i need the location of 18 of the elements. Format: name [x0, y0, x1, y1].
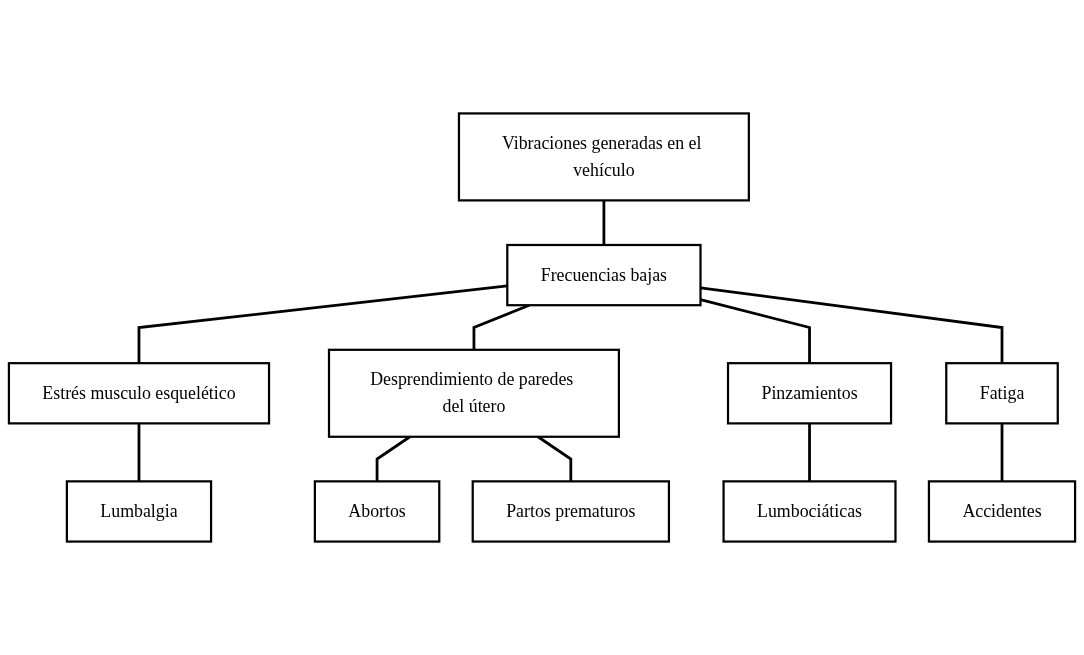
node-box: Lumbociáticas — [722, 480, 897, 543]
connector — [602, 200, 606, 245]
connector — [700, 298, 811, 364]
connector — [137, 423, 141, 482]
node-box: Lumbalgia — [65, 480, 213, 543]
node-box: Frecuencias bajas — [506, 243, 702, 307]
connector — [137, 284, 508, 364]
node-box: Estrés musculo esquelético — [7, 362, 271, 425]
node-box: Desprendimiento de paredes del útero — [327, 348, 620, 438]
node-box: Vibraciones generadas en el vehículo — [457, 112, 750, 202]
node-box: Accidentes — [927, 480, 1077, 543]
node-box: Abortos — [313, 480, 441, 543]
node-box: Partos prematuros — [471, 480, 671, 543]
connector — [808, 423, 811, 482]
connector — [700, 286, 1004, 364]
node-box: Pinzamientos — [726, 362, 893, 425]
node-box: Fatiga — [945, 362, 1059, 425]
connector — [1000, 423, 1004, 482]
